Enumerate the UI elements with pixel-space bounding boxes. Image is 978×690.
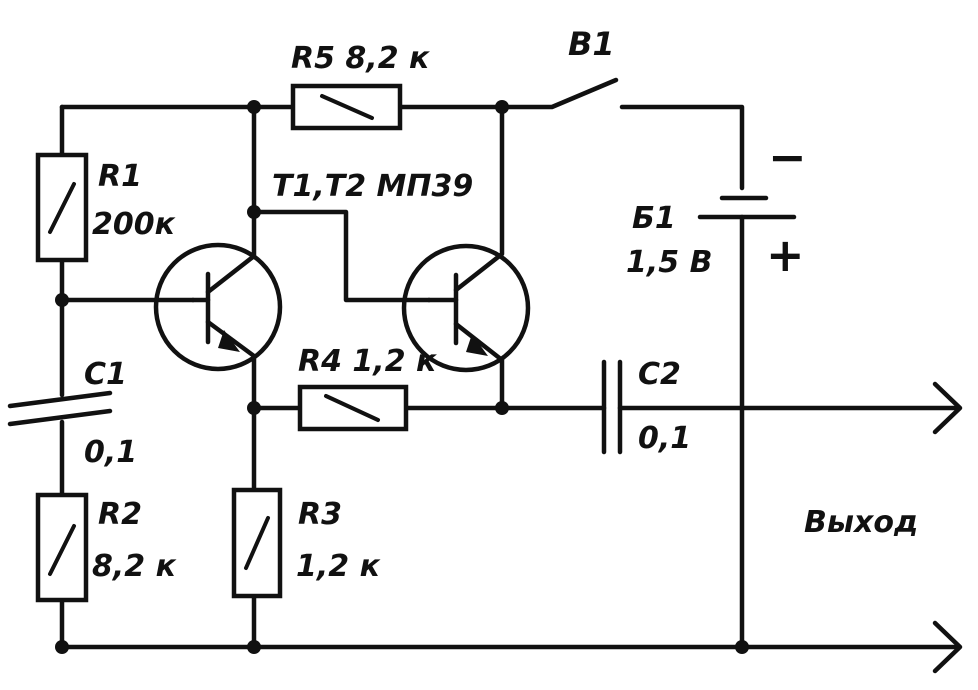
battery-plus-sign: + xyxy=(766,228,805,282)
junction-dot xyxy=(55,293,69,307)
junction-dot xyxy=(495,401,509,415)
label-transistors: T1,T2 МП39 xyxy=(272,169,474,204)
t2-collector xyxy=(453,104,505,293)
wire-switch-right xyxy=(619,104,745,191)
junction-dot xyxy=(55,640,69,654)
arrow-output xyxy=(932,381,963,435)
label-r1-value: 200к xyxy=(92,207,175,242)
capacitor-c2 xyxy=(601,359,623,455)
wire-top-mid xyxy=(397,77,619,110)
label-c1-value: 0,1 xyxy=(84,435,138,470)
transistor-t2 xyxy=(401,243,531,373)
label-r1-ref: R1 xyxy=(98,159,142,194)
label-r2-ref: R2 xyxy=(98,497,142,532)
resistor-r3-slash xyxy=(244,516,270,570)
label-switch-b1: B1 xyxy=(568,25,615,63)
label-r2-value: 8,2 к xyxy=(92,549,176,584)
label-battery-value: 1,5 В xyxy=(626,245,713,280)
label-r4: R4 1,2 к xyxy=(298,344,437,379)
junction-dot xyxy=(247,640,261,654)
wire-t1c-to-t2b xyxy=(251,209,432,303)
t2-emitter-arrow xyxy=(466,334,488,356)
t1-collector xyxy=(205,104,257,295)
label-c2-ref: C2 xyxy=(638,357,681,392)
junction-dot xyxy=(495,100,509,114)
t2-emitter xyxy=(453,321,505,411)
transistor-t1 xyxy=(153,242,283,372)
t1-emitter-arrow xyxy=(218,330,240,352)
label-battery-ref: Б1 xyxy=(632,201,676,236)
resistor-r4-slash xyxy=(324,394,380,422)
junction-dot xyxy=(247,100,261,114)
junction-dot xyxy=(247,205,261,219)
label-r3-value: 1,2 к xyxy=(296,549,380,584)
resistor-r2-slash xyxy=(48,524,76,576)
label-c1-ref: C1 xyxy=(84,357,127,392)
label-c2-value: 0,1 xyxy=(638,421,692,456)
label-r3-ref: R3 xyxy=(298,497,342,532)
junction-dot xyxy=(735,640,749,654)
battery-minus-sign: − xyxy=(768,130,807,184)
resistor-r1-slash xyxy=(48,182,76,234)
arrow-bottom xyxy=(932,620,963,674)
label-r5: R5 8,2 к xyxy=(291,41,430,76)
capacitor-c1 xyxy=(7,390,113,427)
junction-dot xyxy=(247,401,261,415)
resistor-r5-slash xyxy=(320,94,374,120)
label-output: Выход xyxy=(804,505,919,540)
